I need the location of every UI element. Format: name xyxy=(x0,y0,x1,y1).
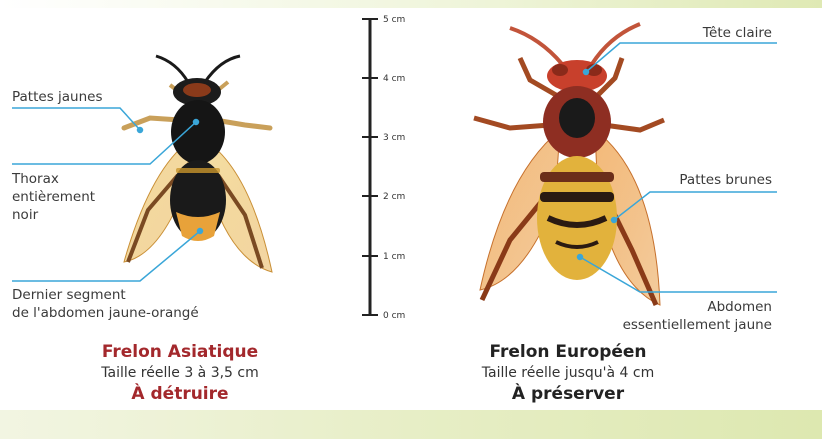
leader-asian-legs-dot xyxy=(138,128,143,133)
leader-euro-legs-dot xyxy=(612,218,617,223)
leader-asian-thorax xyxy=(12,122,196,164)
euro-abdomen-label-line1: Abdomen xyxy=(623,298,772,316)
euro-title: Frelon Européen xyxy=(448,342,688,362)
asian-segment-label-line1: Dernier segment xyxy=(12,286,199,304)
ruler-tick-4: 4 cm xyxy=(362,74,405,84)
ruler-tick-5: 5 cm xyxy=(362,15,405,25)
asian-title: Frelon Asiatique xyxy=(70,342,290,362)
asian-legs-label: Pattes jaunes xyxy=(12,88,103,106)
ruler-tick-2: 2 cm xyxy=(362,192,405,202)
leader-euro-abdomen xyxy=(580,257,777,292)
leader-asian-legs xyxy=(12,108,140,130)
ruler-tick-label-4: 4 cm xyxy=(383,74,405,84)
euro-abdomen-label-line2: essentiellement jaune xyxy=(623,316,772,334)
leader-asian-thorax-dot xyxy=(194,120,199,125)
ruler-tick-3: 3 cm xyxy=(362,133,405,143)
euro-head-label: Tête claire xyxy=(703,24,772,42)
euro-abdomen-label: Abdomen essentiellement jaune xyxy=(623,298,772,334)
ruler-tick-label-0: 0 cm xyxy=(383,311,405,321)
scale-ruler: 5 cm 4 cm 3 cm 2 cm 1 cm 0 cm xyxy=(362,15,405,321)
euro-action: À préserver xyxy=(448,384,688,404)
asian-thorax-label: Thorax entièrement noir xyxy=(12,170,95,224)
asian-segment-label-line2: de l'abdomen jaune-orangé xyxy=(12,304,199,322)
ruler-tick-label-1: 1 cm xyxy=(383,252,405,262)
ruler-tick-label-3: 3 cm xyxy=(383,133,405,143)
euro-size: Taille réelle jusqu'à 4 cm xyxy=(448,365,688,381)
leader-asian-segment-dot xyxy=(198,229,203,234)
leader-euro-head-dot xyxy=(584,70,589,75)
asian-segment-label: Dernier segment de l'abdomen jaune-orang… xyxy=(12,286,199,322)
asian-thorax-label-line1: Thorax xyxy=(12,170,95,188)
european-hornet-illustration xyxy=(474,24,664,305)
ruler-tick-label-5: 5 cm xyxy=(383,15,405,25)
ruler-tick-0: 0 cm xyxy=(362,311,405,321)
asian-action: À détruire xyxy=(70,384,290,404)
ruler-tick-label-2: 2 cm xyxy=(383,192,405,202)
ruler-tick-1: 1 cm xyxy=(362,252,405,262)
leader-euro-abdomen-dot xyxy=(578,255,583,260)
leader-asian-segment xyxy=(12,231,200,281)
asian-thorax-label-line3: noir xyxy=(12,206,95,224)
asian-size: Taille réelle 3 à 3,5 cm xyxy=(70,365,290,381)
asian-thorax-label-line2: entièrement xyxy=(12,188,95,206)
leader-euro-head xyxy=(586,43,777,72)
euro-legs-label: Pattes brunes xyxy=(679,171,772,189)
